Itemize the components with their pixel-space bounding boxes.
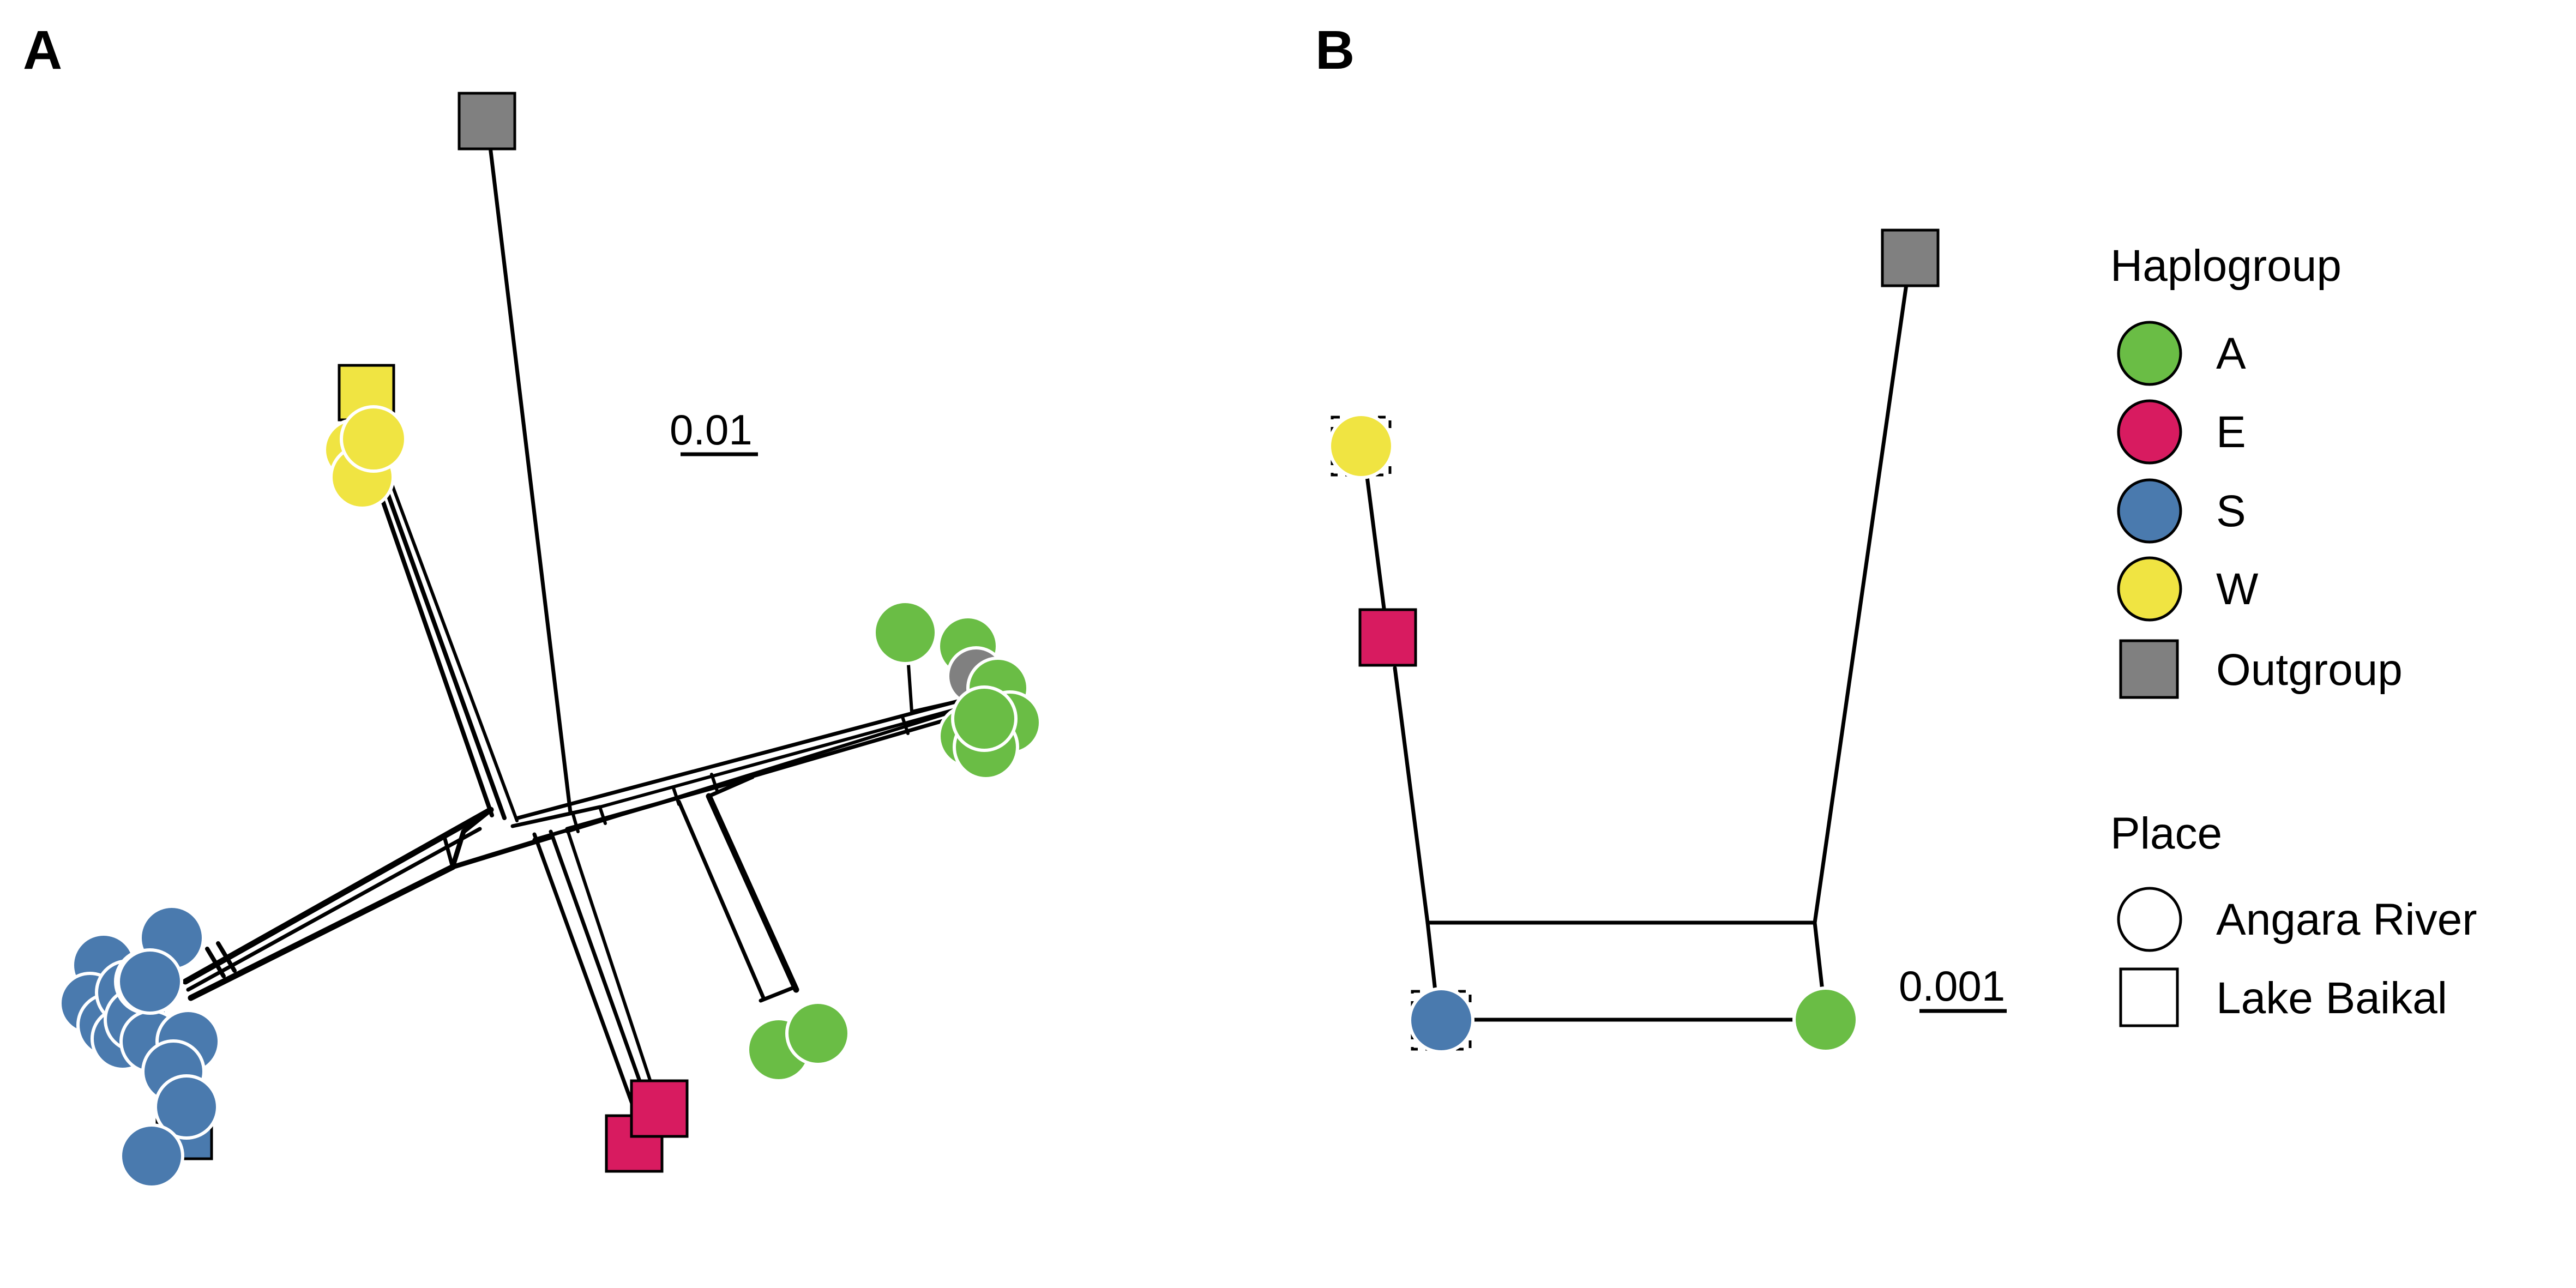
a-angara-node	[872, 600, 938, 665]
legend-place-title: Place	[2110, 809, 2222, 858]
panel-b-network-edges	[1361, 260, 1912, 1022]
s-node	[1408, 987, 1474, 1054]
panel-b-label: B	[1315, 20, 1355, 81]
legend-label-lake-baikal: Lake Baikal	[2216, 973, 2447, 1023]
legend-item-angara-river: Angara River	[2117, 887, 2477, 952]
legend-item-outgroup: Outgroup	[2119, 639, 2403, 699]
w-node	[1328, 413, 1394, 479]
panel-a-a-cluster-upper	[872, 600, 1042, 780]
legend-swatch-s	[2117, 478, 2182, 544]
panel-a-a-cluster-lower	[746, 1001, 851, 1082]
outgroup-node	[1881, 228, 1940, 287]
legend: Haplogroup A E S W Outgroup Place Angara…	[2110, 241, 2477, 1027]
s-angara-node	[154, 1074, 219, 1140]
legend-label-a: A	[2216, 329, 2246, 378]
panel-a-network-edges	[182, 122, 972, 1115]
panel-a-scale-bar: 0.01	[670, 406, 758, 456]
a-angara-node	[951, 685, 1018, 752]
legend-item-s: S	[2117, 478, 2246, 544]
a-node	[1792, 986, 1859, 1053]
legend-label-outgroup: Outgroup	[2216, 645, 2403, 695]
legend-label-w: W	[2216, 564, 2259, 614]
outgroup-node	[458, 92, 516, 151]
s-angara-node	[117, 948, 183, 1015]
panel-a-e-cluster	[605, 1079, 689, 1173]
legend-item-lake-baikal: Lake Baikal	[2119, 967, 2447, 1027]
legend-label-e: E	[2216, 407, 2246, 457]
legend-item-e: E	[2117, 399, 2246, 465]
panel-b: B 0.001	[1315, 20, 2007, 1054]
legend-swatch-square	[2119, 967, 2179, 1027]
legend-swatch-a	[2117, 321, 2182, 386]
legend-item-a: A	[2117, 321, 2246, 386]
legend-swatch-e	[2117, 399, 2182, 465]
panel-a-scale-label: 0.01	[670, 406, 753, 454]
panel-a: A	[23, 20, 1042, 1189]
legend-swatch-circle	[2117, 887, 2182, 952]
legend-swatch-w	[2117, 556, 2182, 622]
panel-a-s-cluster	[58, 905, 221, 1189]
a-angara-node	[785, 1001, 851, 1066]
legend-swatch-outgroup	[2119, 639, 2179, 699]
w-angara-node	[340, 405, 407, 473]
panel-b-scale-bar: 0.001	[1899, 962, 2007, 1013]
panel-b-scale-label: 0.001	[1899, 962, 2005, 1010]
legend-item-w: W	[2117, 556, 2259, 622]
s-angara-node	[119, 1123, 184, 1189]
legend-haplogroup-title: Haplogroup	[2110, 241, 2342, 291]
panel-a-w-cluster	[323, 364, 407, 510]
legend-label-angara-river: Angara River	[2216, 895, 2477, 944]
legend-label-s: S	[2216, 486, 2246, 536]
e-baikal-node	[630, 1079, 689, 1138]
e-baikal-node	[1358, 608, 1417, 667]
panel-a-label: A	[23, 20, 62, 81]
